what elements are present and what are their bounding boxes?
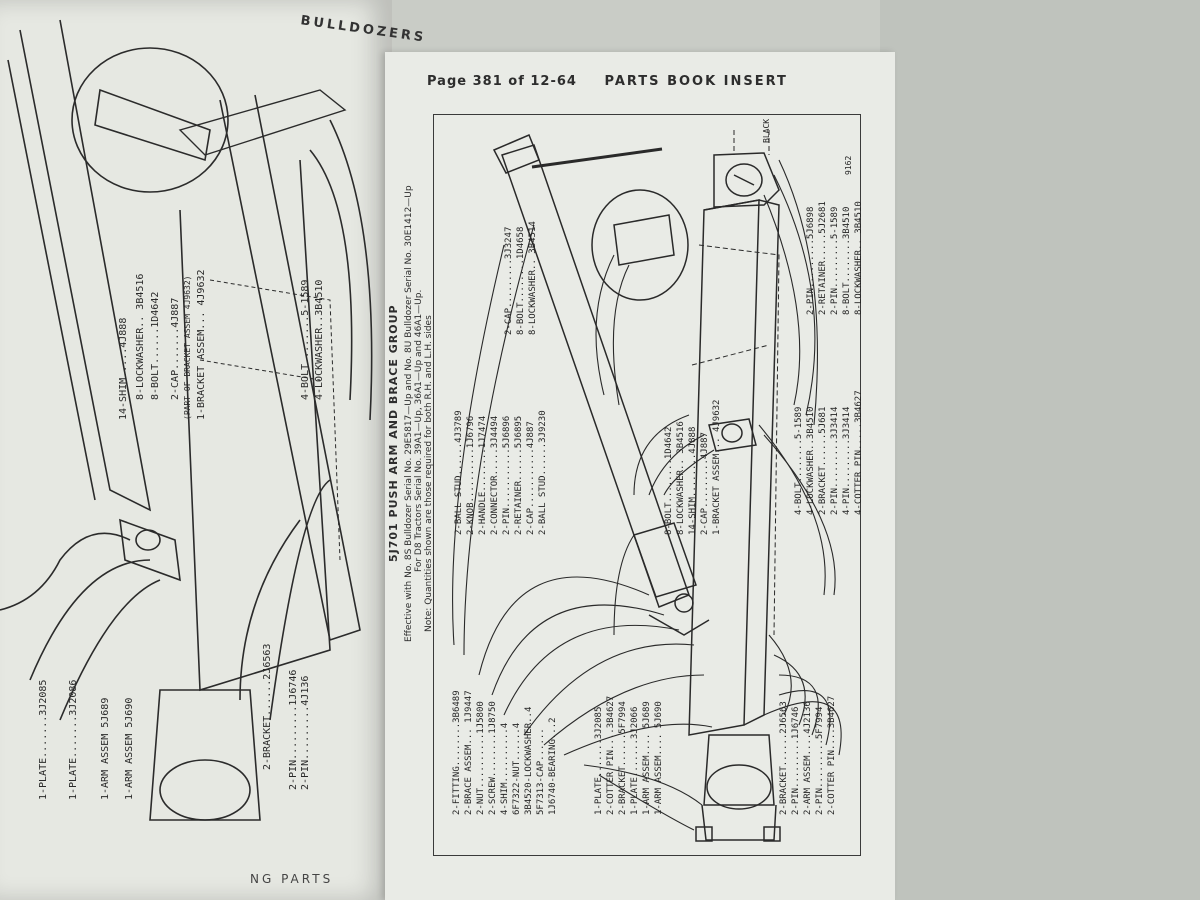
label-bolt-1d4642: 8-BOLT........1D4642 (664, 426, 674, 535)
left-label-shim: 14-SHIM.....4J888 (118, 317, 129, 420)
label-screw: 2-SCREW........1J8750 (488, 701, 498, 815)
figure-number: 9162 (844, 155, 853, 175)
label-retainer-5j2681: 2-RETAINER.....5J2681 (818, 201, 828, 315)
label-lockwasher-3b4510-top: 8-LOCKWASHER.. 3B4510 (854, 201, 864, 315)
label-cotter-pin-br: 2-COTTER PIN....3B4627 (827, 695, 837, 815)
label-lockwasher-3b4514: 8-LOCKWASHER.. 3B4514 (528, 221, 538, 335)
label-bracket-2j6563: 2-BRACKET......2J6563 (779, 701, 789, 815)
left-label-cap-note: (PART OF BRACKET ASSEM 4J9632) (183, 275, 192, 421)
label-cap-5f7313: 5F7313-CAP...... (536, 728, 546, 815)
label-handle: 2-HANDLE........1J7474 (478, 415, 488, 535)
label-arm-assem-4j2136: 2-ARM ASSEM....4J2136 (803, 701, 813, 815)
label-pin-5f7994: 2-PIN.........5F7994 (815, 706, 825, 815)
parts-book-insert-title: PARTS BOOK INSERT (604, 74, 788, 89)
label-lockwasher-3b4516: 8-LOCKWASHER.. 3B4516 (676, 421, 686, 535)
desk-surface (880, 0, 1200, 900)
page-header: Page 381 of 12-64 PARTS BOOK INSERT (427, 74, 788, 89)
left-page: BULLDOZERS (0, 0, 427, 900)
label-cap-3j3247: 2-CAP.........3J3247 (504, 226, 514, 335)
group-caption-line2: For D8 Tractors Serial No. 39A1—Up, 36A1… (414, 289, 424, 572)
label-black: BLACK (762, 118, 771, 143)
left-label-bolt-2: 4-BOLT........5-1589 (300, 279, 311, 400)
label-arm-assem-5j689: 1-ARM ASSEM.... 5J689 (642, 701, 652, 815)
label-cap-4j887-bracket: 2-CAP.........4J887 (700, 432, 710, 535)
group-caption: 5J701 PUSH ARM AND BRACE GROUP Effective… (387, 185, 434, 642)
label-bolt-1d4658: 8-BOLT........1D4658 (516, 226, 526, 335)
label-knob: 2-KNOB..........1J6796 (466, 415, 476, 535)
label-bracket-assem-4j9632: 1-BRACKET ASSEM... 4J9632 (712, 399, 722, 535)
label-plate-3j2085: 1-PLATE.......3J2085 (594, 706, 604, 815)
left-label-pin-a: 2-PIN.........4J136 (300, 675, 311, 790)
label-nut-6f7322: 6F7322-NUT......4 (512, 722, 522, 815)
label-bracket-5j681: 2-BRACKET......5J681 (818, 406, 828, 515)
left-label-bracket: 2-BRACKET......2J6563 (262, 643, 273, 770)
label-pin-4-3j3414: 4-PIN.........3J3414 (842, 406, 852, 515)
label-cotter-pin-bl: 2-COTTER PIN....3B4627 (606, 695, 616, 815)
label-bolt-5-1589: 4-BOLT........5-1589 (794, 406, 804, 515)
right-page: Page 381 of 12-64 PARTS BOOK INSERT 5J70… (385, 52, 895, 900)
diagram-frame: 2-FITTING........3B6489 2-BRACE ASSEM...… (433, 114, 864, 856)
left-label-bracket-assem: 1-BRACKET ASSEM... 4J9632 (196, 269, 207, 420)
left-label-arm-assem-left: 1-ARM ASSEM 5J690 (124, 697, 135, 800)
label-pin-3j3414: 2-PIN.........3J3414 (830, 406, 840, 515)
label-bearing: 1J6740-BEARING...2 (548, 717, 558, 815)
left-page-footer: NG PARTS (250, 872, 334, 886)
left-page-diagram (0, 19, 373, 821)
label-lockwasher-3b4510: 4-LOCKWASHER..3B4510 (806, 406, 816, 515)
label-arm-assem-5j690: 1-ARM ASSEM.... 5J690 (654, 701, 664, 815)
left-label-cap: 2-CAP.......4J887 (170, 297, 181, 400)
label-plate-3j2066: 1-PLATE.......3J2066 (630, 706, 640, 815)
label-ball-stud: 2-BALL STUD......4J3789 (454, 410, 464, 535)
left-label-lockwasher: 8-LOCKWASHER.. 3B4516 (135, 273, 146, 400)
left-label-lockwasher-2: 4-LOCKWASHER..3B4510 (314, 279, 325, 400)
label-pin-5j6898: 2-PIN.........5J6898 (806, 206, 816, 315)
label-fitting: 2-FITTING........3B6489 (452, 690, 462, 815)
left-label-arm-assem-right: 1-ARM ASSEM 5J689 (100, 697, 111, 800)
label-retainer-5j6895: 2-RETAINER......5J6895 (514, 415, 524, 535)
label-nut: 2-NUT..........1J5800 (476, 701, 486, 815)
left-label-pin-b: 2-PIN.........1J6746 (288, 669, 299, 790)
label-bracket-5f7994: 2-BRACKET......5F7994 (618, 701, 628, 815)
label-brace-assem: 2-BRACE ASSEM... 1J9447 (464, 690, 474, 815)
label-pin-1j6746: 2-PIN.........1J6746 (791, 706, 801, 815)
label-bolt-3b4510: 8-BOLT........3B4510 (842, 206, 852, 315)
label-shim: 4-SHIM..........4 (500, 722, 510, 815)
group-caption-line1: Effective with No. 8S Bulldozer Serial N… (404, 185, 414, 642)
label-connector: 2-CONNECTOR.....3J4494 (490, 415, 500, 535)
label-shim-4j888: 14-SHIM........4J888 (688, 426, 698, 535)
left-label-bolt: 8-BOLT......1D4642 (150, 291, 161, 400)
left-label-plate-2: 1-PLATE.......3J2086 (68, 679, 79, 800)
label-pin-5-1589: 2-PIN.........5-1589 (830, 206, 840, 315)
group-caption-title: 5J701 PUSH ARM AND BRACE GROUP (387, 304, 400, 562)
page-number: Page 381 of 12-64 (427, 74, 577, 89)
label-ball-stud-3j9230: 2-BALL STUD......3J9230 (538, 410, 548, 535)
push-arm-diagram (452, 130, 842, 842)
label-cotter-pin-3b4627: 4-COTTER PIN.....3B4627 (854, 390, 864, 515)
label-lockwasher-3b4520: 3B4520-LOCKWASHER..4 (524, 706, 534, 815)
label-pin-5j6896: 2-PIN...........5J6896 (502, 415, 512, 535)
label-cap-4j887: 2-CAP...........4J887 (526, 421, 536, 535)
left-label-plate-1: 1-PLATE.......3J2085 (38, 679, 49, 800)
